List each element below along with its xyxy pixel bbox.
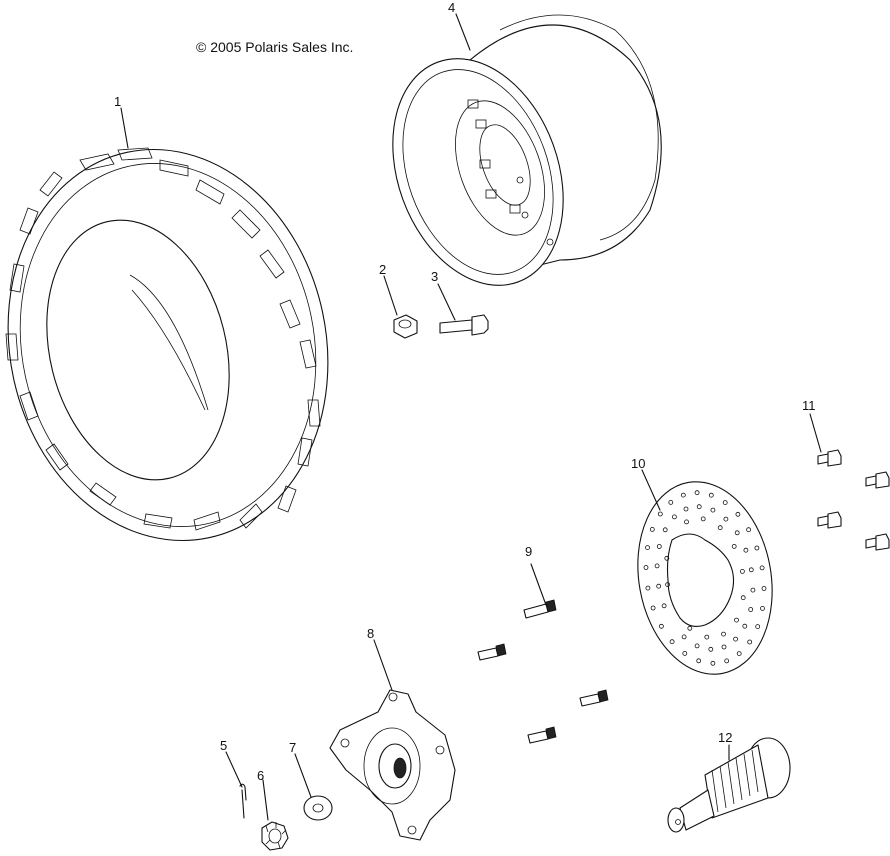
disc-hole	[661, 603, 667, 609]
disc-hole	[643, 565, 649, 570]
disc-hole	[668, 499, 674, 505]
part-hub-studs[interactable]	[477, 599, 609, 744]
disc-hole	[662, 527, 668, 533]
disc-hole	[657, 511, 663, 517]
disc-hole	[665, 582, 670, 587]
callout-11: 11	[802, 398, 816, 413]
disc-hole	[645, 545, 650, 550]
disc-hole	[708, 646, 714, 652]
part-washer[interactable]	[303, 795, 333, 821]
disc-hole	[649, 527, 655, 532]
copyright-notice: © 2005 Polaris Sales Inc.	[196, 39, 354, 55]
disc-hole	[654, 563, 660, 569]
disc-hole	[656, 583, 662, 589]
disc-hole	[760, 606, 765, 611]
disc-hole	[656, 544, 662, 549]
disc-hole	[721, 631, 726, 637]
disc-hole	[684, 519, 689, 525]
callout-6: 6	[257, 768, 264, 783]
callout-10: 10	[631, 456, 645, 471]
disc-hole	[722, 500, 728, 506]
part-wheel-hub[interactable]	[329, 689, 456, 841]
part-wheel-bolt[interactable]	[439, 314, 489, 336]
part-spindle-shaft[interactable]	[667, 737, 791, 833]
disc-hole	[696, 658, 702, 664]
callout-2: 2	[379, 262, 386, 277]
disc-hole	[672, 514, 677, 520]
disc-hole	[710, 507, 716, 513]
part-tire[interactable]	[0, 119, 364, 570]
disc-hole	[736, 651, 742, 656]
disc-hole	[717, 525, 723, 531]
disc-hole	[669, 639, 675, 645]
disc-hole	[708, 492, 714, 498]
callout-3: 3	[431, 269, 438, 284]
disc-hole	[734, 530, 740, 536]
callout-7: 7	[289, 740, 296, 755]
disc-hole	[748, 607, 754, 612]
disc-hole	[750, 587, 756, 593]
disc-hole	[659, 623, 664, 629]
part-brake-disc[interactable]	[623, 471, 787, 685]
disc-hole	[694, 643, 700, 649]
part-lug-nut[interactable]	[393, 314, 418, 339]
disc-hole	[731, 544, 737, 549]
disc-hole	[755, 624, 761, 629]
disc-hole	[696, 504, 702, 510]
disc-hole	[742, 623, 748, 629]
callout-9: 9	[525, 544, 532, 559]
callout-5: 5	[220, 738, 227, 753]
callout-8: 8	[367, 626, 374, 641]
disc-hole	[681, 634, 687, 640]
disc-hole	[734, 617, 739, 623]
disc-hole	[704, 634, 710, 640]
callout-labels: 1 2 3 4 5 6 7 8 9 10 11 12	[114, 0, 816, 783]
disc-hole	[700, 516, 706, 522]
disc-hole	[740, 569, 745, 574]
disc-hole	[687, 625, 693, 631]
part-disc-bolts[interactable]	[817, 449, 890, 551]
disc-hole	[710, 660, 716, 666]
disc-hole	[645, 585, 651, 591]
part-wheel-rim[interactable]	[363, 14, 662, 309]
disc-hole	[650, 605, 656, 611]
disc-hole	[747, 639, 753, 645]
disc-hole	[746, 527, 751, 533]
disc-hole	[723, 516, 729, 522]
disc-hole	[740, 595, 746, 601]
disc-hole	[743, 547, 749, 553]
callout-1: 1	[114, 94, 121, 109]
disc-hole	[683, 506, 689, 512]
disc-hole	[733, 636, 738, 642]
disc-hole	[694, 490, 700, 496]
callout-4: 4	[448, 0, 455, 15]
disc-hole	[724, 658, 730, 664]
disc-hole	[748, 567, 754, 573]
disc-hole	[754, 545, 760, 551]
callout-12: 12	[718, 730, 732, 745]
disc-hole	[761, 586, 767, 591]
disc-hole	[664, 555, 670, 561]
disc-hole	[721, 644, 727, 650]
disc-hole	[735, 511, 741, 517]
leader-lines	[120, 13, 822, 821]
disc-hole	[680, 492, 686, 498]
part-cotter-pin[interactable]	[239, 783, 247, 819]
disc-hole	[682, 651, 688, 656]
part-castle-nut[interactable]	[261, 821, 289, 851]
disc-hole	[759, 565, 765, 571]
